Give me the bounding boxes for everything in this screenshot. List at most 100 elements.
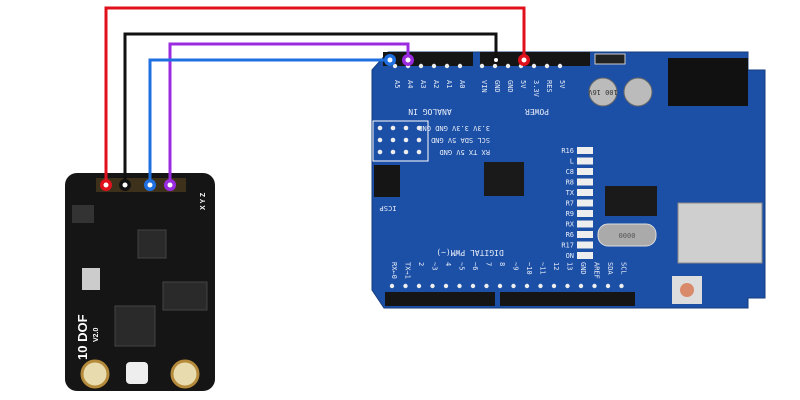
pin-hole [403,283,408,289]
pin-hole [484,283,489,289]
wires [100,6,530,191]
analog-pin-label: A4 [406,80,414,88]
power-pin-label: VIN [480,80,488,93]
smd-component [577,241,593,249]
10dof-sensor-board: 10 DOF V2.0 X Y Z [65,173,215,391]
pin-hole [457,283,462,289]
component-label: RX [566,221,575,229]
sensor-pin-vcc [100,179,112,191]
component-label: R6 [566,231,574,239]
pin-hole [505,63,511,69]
usb-serial-chip [605,186,657,216]
magnetometer-chip [162,281,208,311]
component-label: TX [566,189,575,197]
capacitor [623,77,653,107]
smd-component [577,147,593,154]
header-pin [416,125,422,131]
mounting-hole [170,359,200,389]
sensor-name: 10 DOF [75,314,90,360]
power-pin-label: 5V [519,80,527,89]
header-pin [403,149,409,155]
power-label: POWER [525,107,549,116]
analog-pin-label: A3 [419,80,427,88]
power-pin-label: 3.3V [532,80,540,98]
pin-hole [418,63,424,69]
capacitor [588,77,618,107]
icsp-label: ICSP [380,204,397,212]
analog-pin-label: A5 [393,80,401,88]
digital-pin-label: GND [579,262,587,275]
icsp-header [374,165,400,197]
component-label: R8 [566,179,574,187]
digital-pin-label: ~6 [471,262,479,270]
pin-hole [544,63,550,69]
digital-pwm-label: DIGITAL PWM(~) [436,248,503,257]
digital-pin-label: 7 [485,262,493,266]
pin-hole [492,63,498,69]
digital-pin-label: ~9 [512,262,520,270]
header-pin [390,137,396,143]
pin-hole [392,63,398,69]
digital-pin-label: 13 [566,262,574,270]
processor-chip [114,305,156,347]
component-label: R17 [561,242,574,250]
wire-scl [148,58,390,185]
arduino-pin-a5 [384,54,396,66]
power-jack [668,58,748,106]
pin-hole [592,283,597,289]
digital-pin-label: ~10 [525,262,533,275]
digital-pin-label: SCL [620,262,628,275]
wire-sda [168,42,410,185]
pin-hole [479,63,485,69]
smd-component [577,199,593,207]
pin-hole [389,283,395,289]
power-pin-label: RES [545,80,553,93]
component-label: R7 [566,200,574,208]
pin-hole [430,283,435,289]
header-pin [377,149,383,155]
pin-hole [443,283,449,289]
barometer-chip [82,268,100,290]
wire-gnd [123,32,498,185]
header-pin [403,125,409,131]
digital-pin-label: 8 [498,262,506,266]
pin-hole [538,283,543,289]
imu-chip [137,229,167,259]
digital-pin-label: RX←0 [390,262,398,279]
pin-hole [416,283,422,289]
component-label: ON [566,252,574,260]
smd-component [577,178,593,186]
wire-vcc [104,6,526,185]
header-pin [377,125,383,131]
pin-hole [565,283,570,289]
digital-header-socket-1 [385,292,495,306]
usb-b-port [677,202,763,264]
pin-hole [557,63,563,69]
capacitor-label: 100 16V [587,88,617,96]
regulator-chip [72,205,94,223]
analog-pin-label: A1 [445,80,453,88]
header-row-label: RX TX 5V GND [439,148,490,156]
smd-component [577,252,593,259]
header-pin [403,137,409,143]
digital-pin-label: TX→1 [404,262,412,279]
smd-component [577,210,593,217]
arduino-uno-board: 100 16V 0000 ICSP 3.3V 3.3V GND GND SCL … [371,51,766,309]
power-header-socket [480,52,590,66]
pin-hole [619,283,624,289]
pin-hole [444,63,450,69]
sensor-pin-sda [164,179,176,191]
component-label: L [570,158,574,166]
component-label: R16 [561,147,574,155]
header-pin [416,149,422,155]
smd-component [577,168,593,175]
header-pin [416,137,422,143]
digital-pin-label: SDA [606,262,614,275]
crystal [597,223,657,247]
analog-pin-label: A0 [458,80,466,88]
pin-hole [470,283,476,289]
pin-hole [551,283,557,289]
smd-component [577,189,593,196]
arduino-pin-gnd [492,56,500,64]
